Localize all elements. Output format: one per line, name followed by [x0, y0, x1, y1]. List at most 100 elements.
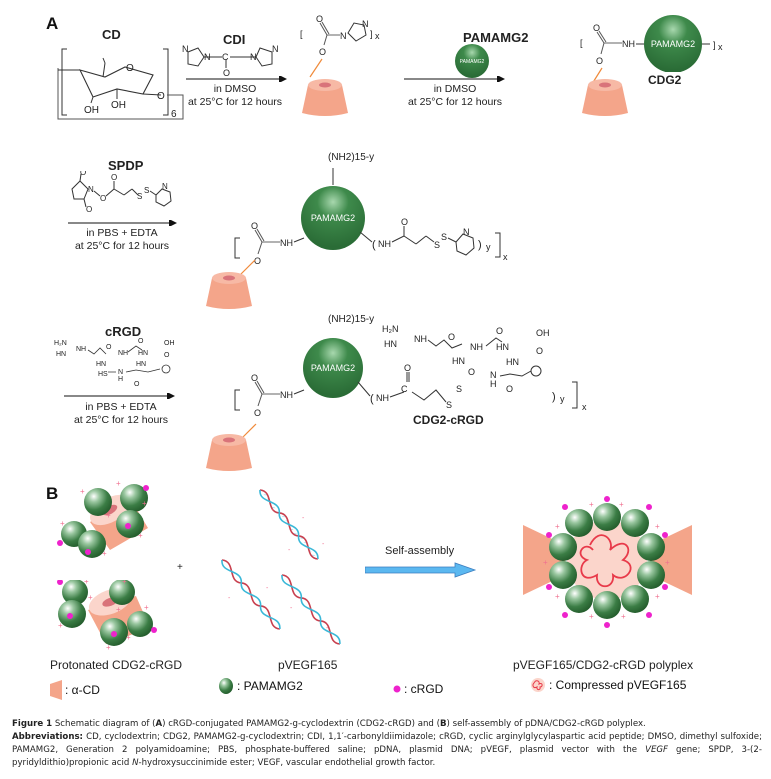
svg-text:): )	[552, 391, 556, 403]
svg-text:+: +	[106, 511, 111, 520]
svg-text:H₂N: H₂N	[382, 324, 399, 334]
svg-text:S: S	[137, 192, 142, 201]
svg-text:O: O	[536, 346, 543, 356]
polyplex-label: pVEGF165/CDG2-cRGD polyplex	[513, 658, 694, 672]
svg-text:[: [	[580, 38, 583, 48]
step3-conditions: in PBS + EDTA at 25°C for 12 hours	[62, 227, 182, 253]
oh-label-1: OH	[84, 105, 99, 116]
step1-x-subscript: ]	[370, 29, 373, 39]
svg-text:+: +	[138, 531, 143, 540]
svg-text:H: H	[118, 376, 123, 383]
legend-alpha-cd: : α-CD	[50, 680, 100, 700]
crgd-dot-icon	[393, 685, 401, 693]
step1-condition-temp: at 25°C for 12 hours	[187, 96, 283, 108]
cd-structure: O OH OH O 6	[57, 48, 184, 120]
cdg2-crgd-label: CDG2-cRGD	[413, 413, 484, 427]
step4-condition-temp: at 25°C for 12 hours	[73, 414, 169, 426]
svg-text:-: -	[272, 507, 275, 514]
self-assembly-label: Self-assembly	[385, 545, 455, 557]
legend-alpha-cd-label: : α-CD	[65, 683, 100, 697]
svg-text:x: x	[582, 402, 587, 412]
svg-text:+: +	[126, 633, 131, 642]
svg-text:NH: NH	[280, 238, 293, 248]
step2-conditions: in DMSO at 25°C for 12 hours	[400, 83, 510, 109]
svg-text:+: +	[88, 593, 93, 602]
svg-text:N: N	[490, 370, 497, 380]
svg-text:x: x	[718, 42, 723, 52]
svg-text:O: O	[106, 344, 112, 351]
crgd-structure: H₂N HN NH O NH O HN OH O HN HN HS N H O	[54, 338, 175, 388]
svg-text:+: +	[144, 603, 149, 612]
svg-text:+: +	[621, 612, 626, 621]
pamam-sphere-icon	[219, 678, 233, 694]
ring-oxygen: O	[126, 63, 134, 74]
svg-text:H₂N: H₂N	[54, 340, 67, 347]
legend-crgd-label: : cRGD	[404, 682, 444, 696]
cd-label: CD	[102, 27, 121, 42]
svg-text:NH: NH	[414, 334, 427, 344]
svg-text:+: +	[665, 558, 670, 567]
svg-text:OH: OH	[536, 328, 550, 338]
svg-text:O: O	[468, 367, 475, 377]
glycosidic-oxygen: O	[157, 91, 165, 102]
svg-text:NH: NH	[280, 390, 293, 400]
svg-text:HN: HN	[96, 361, 106, 368]
step2-condition-temp: at 25°C for 12 hours	[407, 96, 503, 108]
svg-text:PAMAMG2: PAMAMG2	[460, 59, 485, 65]
svg-text:-: -	[266, 585, 269, 592]
polyplex-beads	[549, 503, 665, 619]
protonated-cdg2-crgd-label: Protonated CDG2-cRGD	[50, 658, 183, 672]
step4-conditions: in PBS + EDTA at 25°C for 12 hours	[60, 401, 182, 427]
svg-text:O: O	[254, 256, 261, 266]
cdg2-crgd-cluster-1: +++++++	[57, 480, 149, 558]
compressed-dna-icon	[531, 678, 545, 692]
svg-text:+: +	[116, 605, 121, 614]
pamam-reagent-label: PAMAMG2	[463, 30, 529, 45]
svg-text:+: +	[655, 522, 660, 531]
svg-text:N: N	[88, 185, 94, 194]
svg-text:N: N	[182, 44, 189, 54]
svg-text:O: O	[138, 338, 144, 345]
svg-text:N: N	[362, 19, 369, 29]
dna-helix-3	[281, 574, 341, 645]
abbreviations-block: Abbreviations: CD, cyclodextrin; CDG2, P…	[12, 732, 762, 768]
figure-label: Figure 1	[12, 719, 53, 729]
legend-crgd: : cRGD	[393, 682, 443, 696]
step1-arrow	[186, 76, 287, 82]
step3-cone-icon	[206, 259, 256, 309]
dna-helix-1	[259, 489, 319, 560]
step3-condition-solvent: in PBS + EDTA	[86, 227, 158, 239]
svg-text:(: (	[372, 239, 376, 251]
svg-text:-: -	[288, 547, 291, 554]
svg-text:O: O	[319, 47, 326, 57]
svg-text:+: +	[116, 480, 121, 488]
svg-text:S: S	[441, 232, 447, 242]
svg-text:N: N	[463, 227, 470, 237]
svg-text:+: +	[58, 621, 63, 630]
svg-text:+: +	[122, 580, 127, 586]
svg-text:O: O	[448, 332, 455, 342]
svg-text:O: O	[251, 373, 258, 383]
svg-text:HN: HN	[136, 361, 146, 368]
figure-title-line: Figure 1 Schematic diagram of (A) cRGD-c…	[12, 719, 646, 729]
svg-text:O: O	[223, 68, 230, 78]
legend-compressed-dna: : Compressed pVEGF165	[530, 677, 686, 693]
svg-text:): )	[478, 239, 482, 251]
pvegf165-label: pVEGF165	[278, 658, 338, 672]
svg-text:O: O	[596, 56, 603, 66]
svg-text:(: (	[370, 393, 374, 405]
svg-text:O: O	[251, 221, 258, 231]
legend-pamam: : PAMAMG2	[218, 677, 303, 695]
step2-condition-solvent: in DMSO	[433, 83, 477, 95]
svg-text:S: S	[456, 384, 462, 394]
svg-text:HN: HN	[56, 351, 66, 358]
svg-text:+: +	[60, 519, 65, 528]
cdg2-spdp-structure: O O NH PAMAMG2 ( NH O S S N ) y x	[234, 168, 508, 266]
svg-text:-: -	[326, 625, 329, 632]
svg-text:PAMAMG2: PAMAMG2	[311, 213, 355, 223]
svg-text:+: +	[555, 522, 560, 531]
svg-text:y: y	[486, 242, 491, 252]
svg-text:NH: NH	[622, 39, 635, 49]
legend-pamam-label: : PAMAMG2	[237, 679, 303, 693]
repeat-subscript: 6	[171, 109, 177, 120]
